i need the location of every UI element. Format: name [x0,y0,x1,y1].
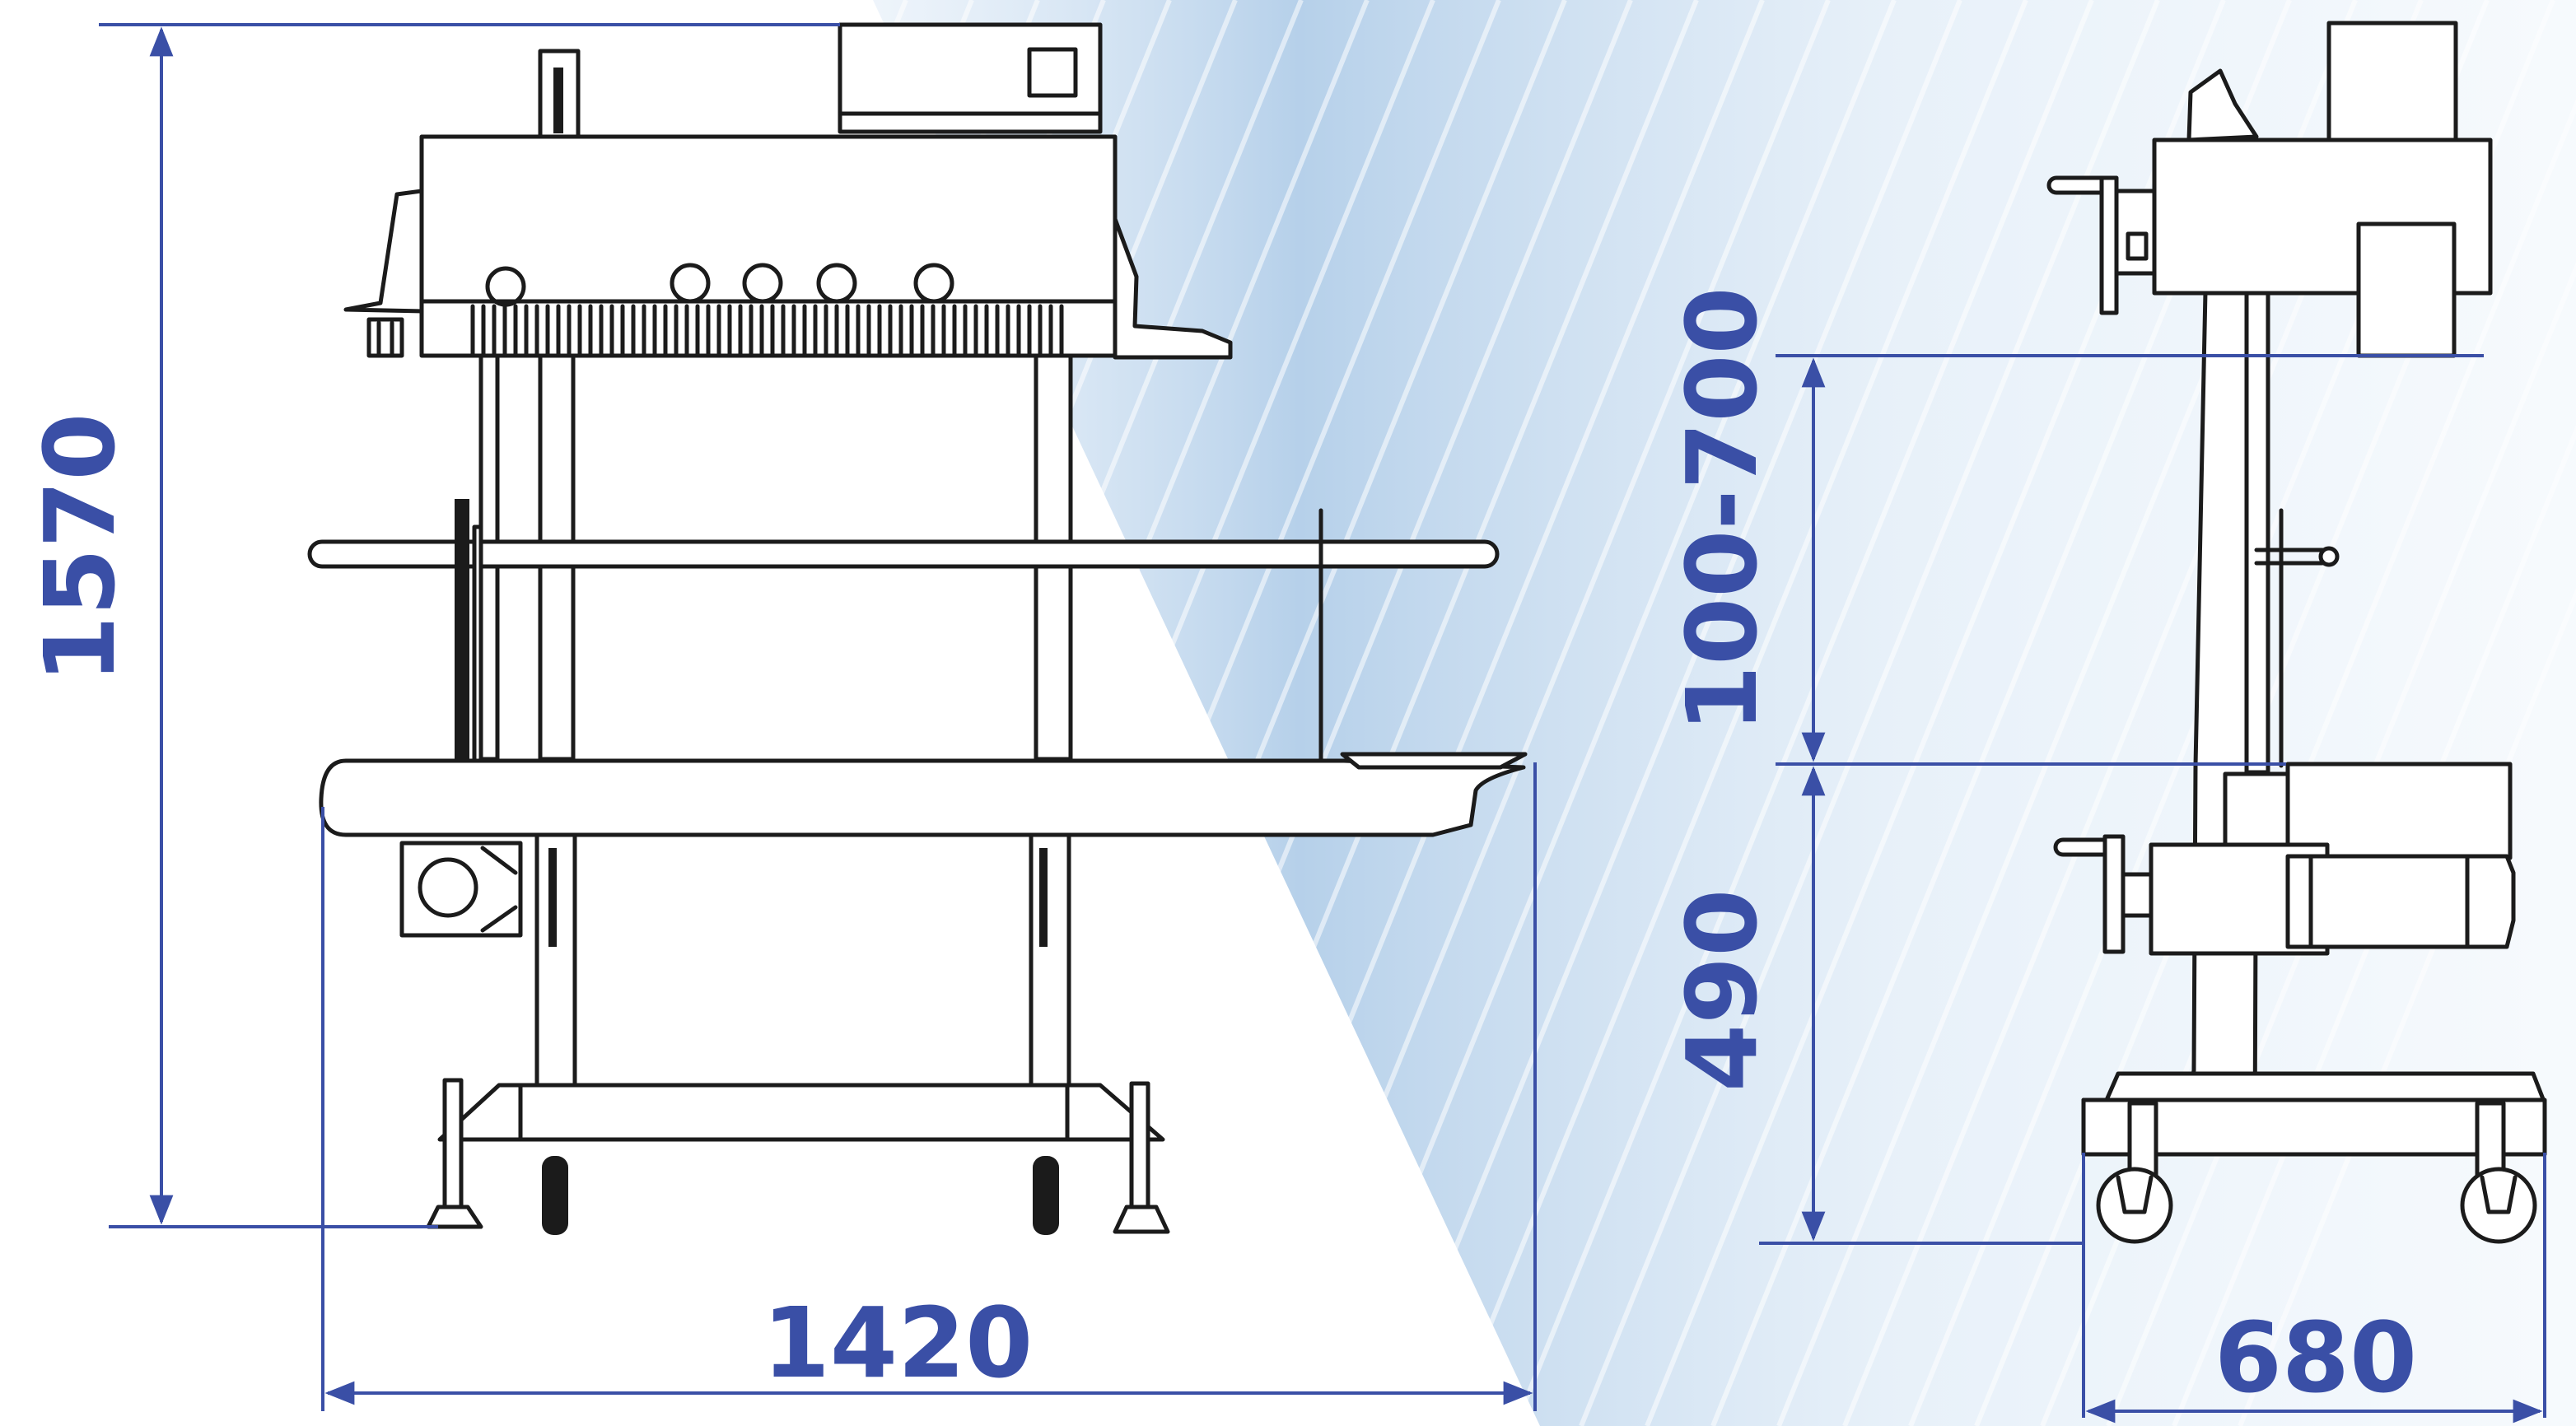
label-adjust-range: 100-700 [1665,287,1779,733]
dimension-lines: 1570 1420 100-700 490 680 [23,23,2546,1424]
label-width: 1420 [763,1286,1033,1400]
front-view-machine [307,22,1528,1235]
label-table-height: 490 [1665,889,1779,1092]
label-depth: 680 [2214,1301,2417,1414]
label-height: 1570 [23,413,137,683]
side-view-machine [2046,21,2547,1244]
